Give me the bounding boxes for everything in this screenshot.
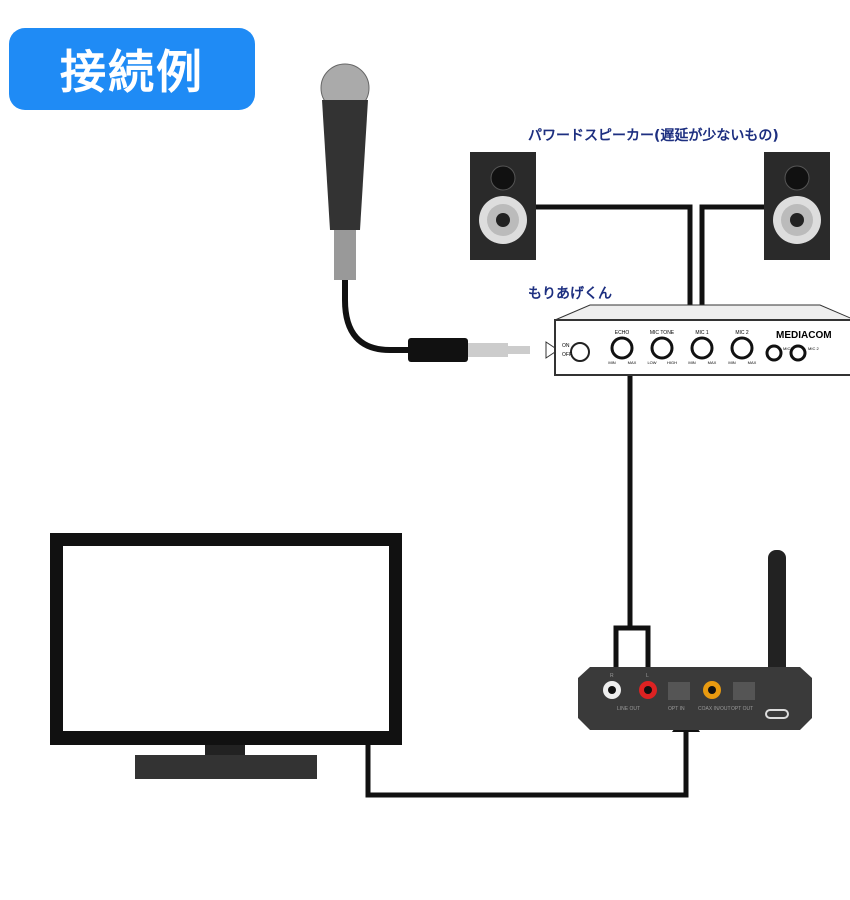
knob-mic-tone-label: MIC TONE — [650, 330, 675, 336]
cable-left-speaker — [535, 204, 693, 310]
mixer-knobs-3-min-label: MIN — [728, 360, 735, 365]
mixer-label: もりあげくん — [528, 286, 612, 302]
receiver-coax-label: COAX IN/OUT — [698, 706, 731, 712]
title-badge: 接続例 — [9, 28, 255, 110]
microphone — [320, 63, 559, 362]
mixer-knobs-1-min-label: LOW — [647, 360, 656, 365]
mixer-knobs-0-max-label: MAX — [628, 360, 637, 365]
cables — [365, 204, 768, 798]
mixer-jacks-0-label: MIC1 — [783, 346, 793, 351]
mixer-knobs-2-min-label: MIN — [688, 360, 695, 365]
mixer-device: ON OFF ECHO MIN MAX MIC TONE LOW HIGH MIC 1 M… — [554, 304, 850, 376]
speaker-left — [470, 152, 536, 260]
speakers-label: パワードスピーカー(遅延が少ないもの) — [528, 128, 779, 144]
optical-cable — [365, 730, 689, 798]
receiver-opt_out-label: OPT OUT — [731, 706, 753, 712]
cable-right-speaker — [699, 204, 768, 310]
mixer-knobs-0-min-label: MIN — [608, 360, 615, 365]
tv — [50, 533, 402, 779]
receiver-opt_in-label: OPT IN — [668, 706, 685, 712]
mixer-jacks-1-label: MIC 2 — [808, 346, 819, 351]
power-on-label: ON — [562, 343, 570, 349]
receiver-l-label: L — [646, 673, 649, 679]
mixer-knobs-3-max-label: MAX — [748, 360, 757, 365]
mixer-knobs-2-max-label: MAX — [708, 360, 717, 365]
knob-mic1-label: MIC 1 — [695, 330, 709, 336]
mixer-brand: MEDIACOM — [776, 330, 832, 341]
receiver-device: R L LINE OUT OPT IN COAX IN/OUT OPT OUT — [578, 550, 812, 730]
power-off-label: OFF — [562, 352, 572, 358]
knob-mic2-label: MIC 2 — [735, 330, 749, 336]
receiver-r-label: R — [610, 673, 614, 679]
receiver-line_out-label: LINE OUT — [617, 706, 640, 712]
cable-mixer-to-receiver — [613, 375, 651, 668]
mixer-knobs: ECHO MIN MAX MIC TONE LOW HIGH MIC 1 MIN MAX M… — [608, 330, 756, 365]
knob-echo-label: ECHO — [615, 330, 630, 336]
speaker-right — [764, 152, 830, 260]
mixer-knobs-1-max-label: HIGH — [667, 360, 677, 365]
